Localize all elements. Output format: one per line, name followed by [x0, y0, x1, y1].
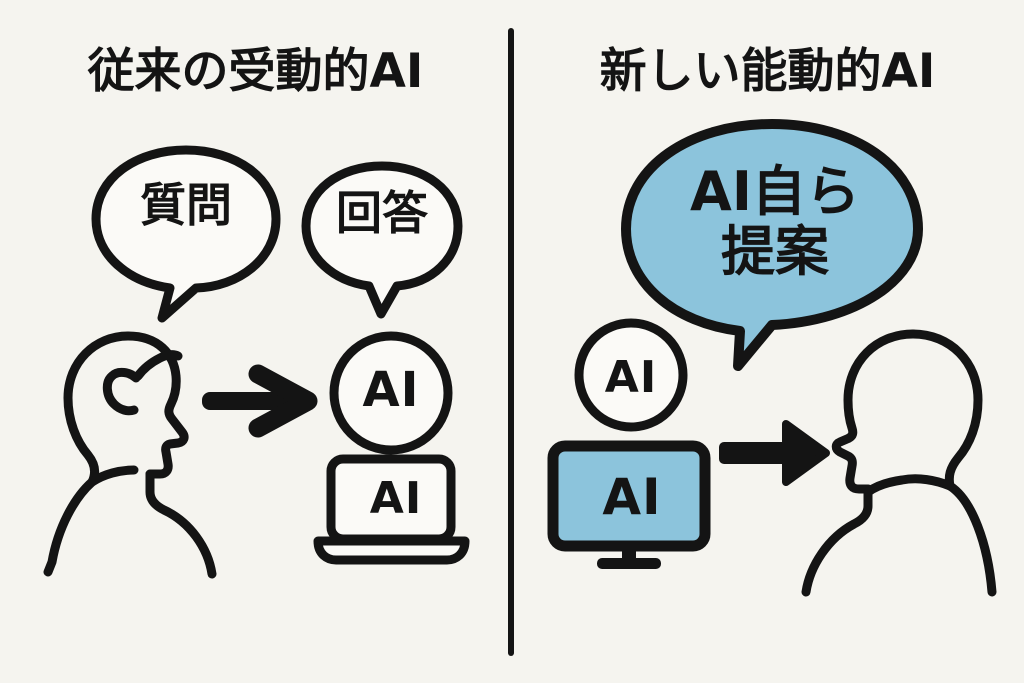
left-panel-title: 従来の受動的AI: [87, 44, 424, 99]
ai-circle-left: [329, 331, 453, 455]
ai-circle-left-label: AI: [362, 362, 420, 418]
question-bubble-label: 質問: [140, 178, 232, 232]
proposal-bubble-shape: [621, 119, 923, 371]
monitor-icon: [547, 440, 711, 569]
answer-bubble-label: 回答: [336, 186, 428, 240]
arrow-right-right-panel: [719, 420, 830, 486]
answer-bubble-shape: [301, 161, 463, 319]
question-bubble: [91, 145, 281, 323]
answer-bubble: [301, 161, 463, 319]
question-bubble-shape: [91, 145, 281, 323]
laptop-screen-label: AI: [369, 473, 423, 524]
person-profile-right-icon: [801, 329, 997, 597]
monitor-screen-label: AI: [602, 468, 662, 526]
proposal-bubble: [621, 119, 923, 371]
right-panel-title: 新しい能動的AI: [599, 44, 936, 99]
arrow-right-left-panel: [202, 364, 318, 438]
proposal-bubble-label: AI自ら 提案: [690, 160, 860, 284]
ai-circle-right-label: AI: [604, 352, 658, 403]
laptop-icon: [313, 454, 470, 565]
person-profile-left-icon: [43, 331, 217, 579]
ai-circle-right: [574, 318, 688, 432]
panel-divider: [508, 28, 514, 656]
